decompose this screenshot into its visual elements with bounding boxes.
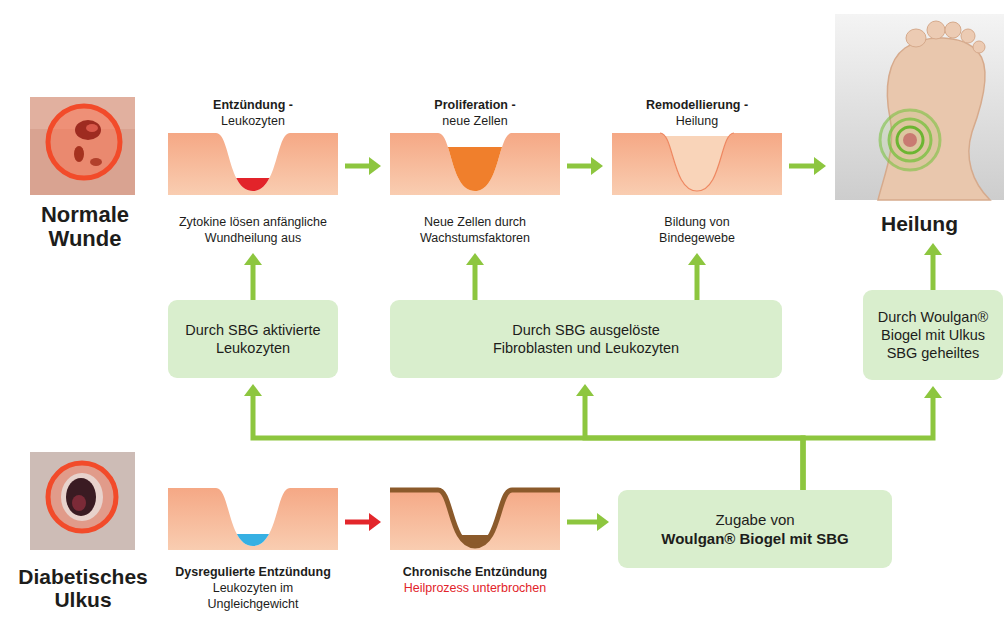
wound-section [612, 133, 782, 196]
stage-node: Entzündung -LeukozytenZytokine lösen anf… [168, 97, 338, 246]
highlight-ring [48, 106, 120, 178]
flow-arrow [345, 520, 369, 525]
wound-section [168, 133, 338, 198]
flow-arrow [251, 265, 256, 303]
ulcer-photo [30, 452, 135, 550]
connective-tissue [612, 136, 782, 196]
photo-node: Diabetisches Ulkus [8, 452, 158, 611]
photo-ground [835, 14, 1004, 200]
highlight-ring [48, 463, 116, 531]
node-label: Durch SBG ausgelöste Fibroblasten und Le… [474, 321, 699, 357]
wound-spot [90, 158, 102, 166]
node-label: Diabetisches Ulkus [8, 565, 158, 611]
flow-arrow [473, 265, 478, 303]
process-box: Durch Woulgan® Biogel mit Ulkus SBG gehe… [863, 290, 1003, 380]
node-label: Durch SBG aktivierte Leukozyten [176, 321, 330, 357]
process-box: Zugabe vonWoulgan® Biogel mit SBG [618, 490, 892, 568]
stage-node: Remodellierung -HeilungBildung von Binde… [612, 97, 782, 246]
flow-arrow [253, 396, 803, 493]
node-text: Bildung von Bindegewebe [642, 214, 752, 246]
node-label: Entzündung - [168, 97, 338, 113]
leukocyte-layer [168, 534, 338, 554]
node-text: Heilprozess unterbrochen [390, 580, 560, 596]
foot-sole [878, 38, 990, 200]
wound-outline [660, 133, 734, 191]
photo-node: Normale Wunde [20, 97, 150, 251]
node-label: Dysregulierte Entzündung [168, 564, 338, 580]
flow-arrow [345, 164, 369, 169]
scar-spot [903, 133, 917, 147]
node-text: neue Zellen [390, 113, 560, 129]
toe [961, 29, 975, 43]
stage-node: Dysregulierte EntzündungLeukozyten im Un… [168, 488, 338, 612]
process-box: Durch SBG ausgelöste Fibroblasten und Le… [390, 300, 782, 378]
flow-arrow [585, 396, 803, 493]
healing-ring [889, 119, 931, 161]
node-text: Heilung [612, 113, 782, 129]
wound-spot [74, 146, 84, 162]
node-label: Normale Wunde [20, 203, 150, 251]
foot-photo [835, 14, 1004, 200]
node-label: Proliferation - [390, 97, 560, 113]
wound-section [168, 488, 338, 554]
leukocyte-layer [168, 178, 338, 198]
node-label: Chronische Entzündung [390, 564, 560, 580]
node-text: Leukozyten im Ungleichgewicht [198, 580, 308, 612]
flow-arrow [567, 520, 597, 525]
ulcer-hole [66, 478, 96, 516]
process-box: Durch SBG aktivierte Leukozyten [168, 300, 338, 378]
stage-node: Chronische EntzündungHeilprozess unterbr… [390, 488, 560, 596]
wound-photo [30, 97, 135, 195]
skin [30, 452, 135, 550]
flow-arrow [695, 265, 700, 303]
stage-node: Proliferation -neue ZellenNeue Zellen du… [390, 97, 560, 246]
node-text: Zytokine lösen anfängliche Wundheilung a… [168, 214, 338, 246]
skin [30, 97, 135, 195]
toe [906, 29, 926, 47]
tissue [612, 133, 782, 195]
node-label: Heilung [835, 212, 1004, 236]
new-cell-layer [390, 147, 560, 197]
chronic-lining [390, 490, 560, 546]
toe [927, 21, 945, 39]
flow-arrow [789, 164, 814, 169]
flow-arrow [803, 398, 933, 493]
flow-arrow [931, 255, 936, 293]
node-text: Woulgan® Biogel mit SBG [661, 529, 848, 548]
node-text: Leukozyten [168, 113, 338, 129]
wound-section [390, 488, 560, 555]
wound-section [390, 133, 560, 197]
node-label: Remodellierung - [612, 97, 782, 113]
toe [973, 41, 985, 53]
node-label: Durch Woulgan® Biogel mit Ulkus SBG gehe… [871, 308, 995, 362]
photo-node: Heilung [835, 14, 1004, 236]
toe [945, 22, 961, 38]
wound-spot [75, 120, 101, 140]
node-label: Zugabe von [715, 510, 794, 529]
ulcer-rim [61, 473, 103, 521]
healing-ring [880, 110, 940, 170]
node-text: Neue Zellen durch Wachstumsfaktoren [410, 214, 540, 246]
healing-ring [897, 127, 923, 153]
wound-spot [86, 124, 98, 132]
ulcer-base [72, 495, 86, 511]
flow-arrow [567, 164, 591, 169]
